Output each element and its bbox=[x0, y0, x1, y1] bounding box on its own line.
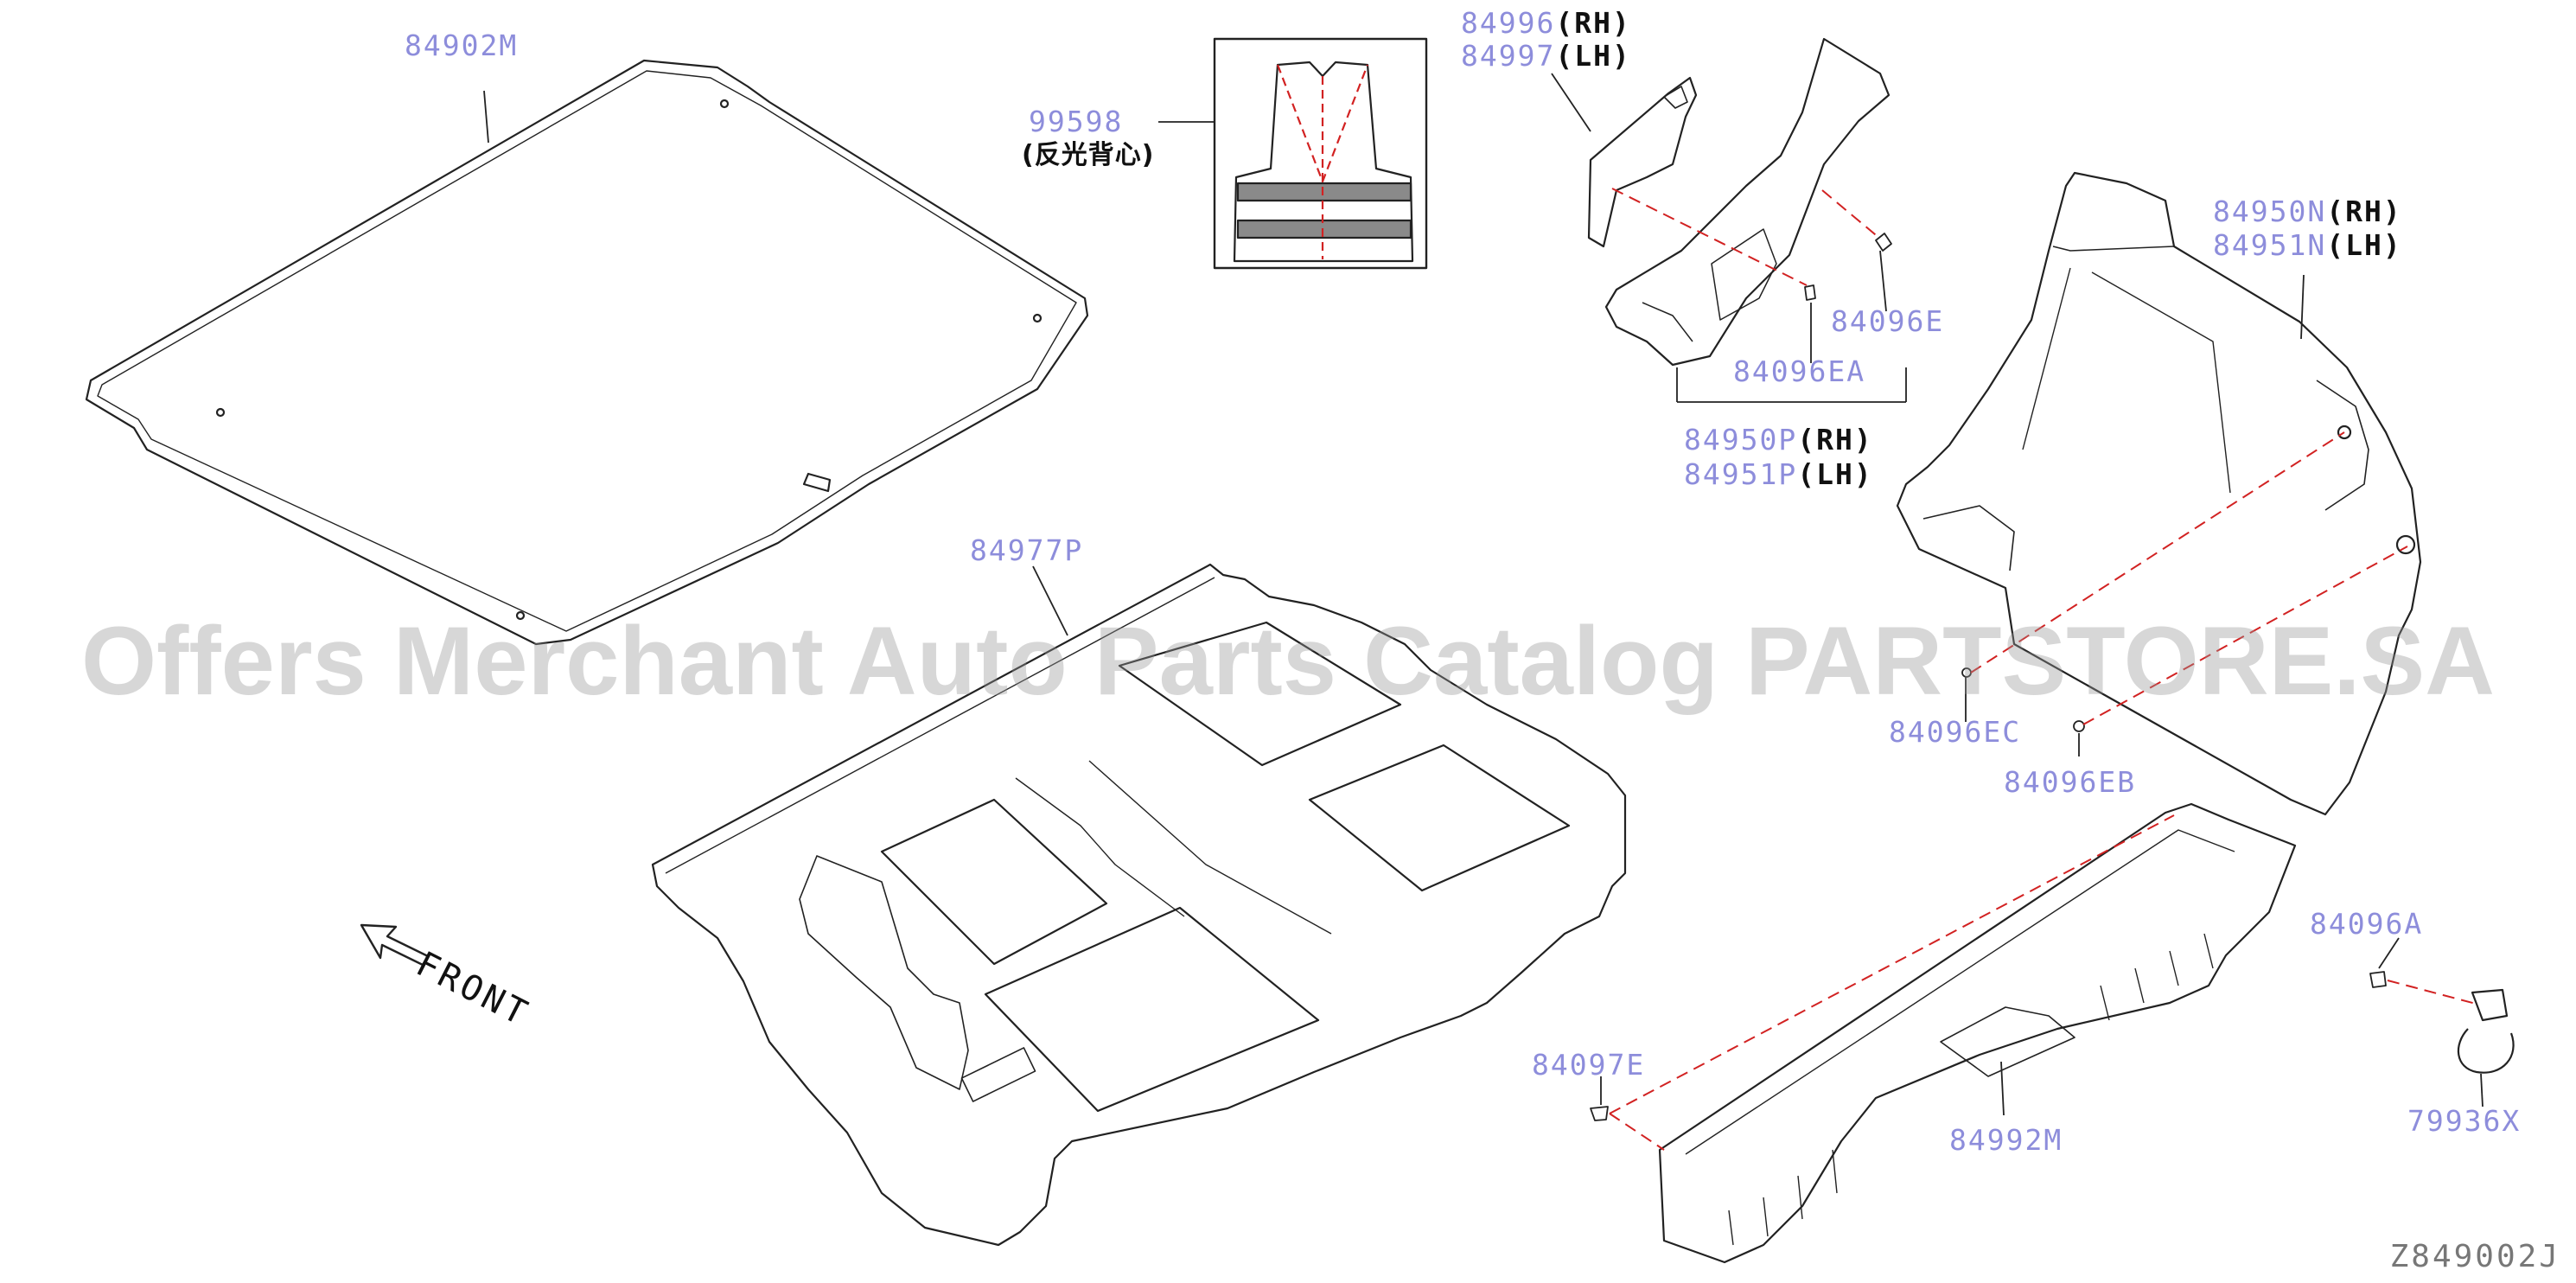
part-label-84096ec[interactable]: 84096EC bbox=[1889, 715, 2022, 749]
part-number: 84950P bbox=[1684, 423, 1798, 456]
dashed-leaders bbox=[1609, 188, 2480, 1151]
rear-sill-plate bbox=[1658, 802, 2297, 1264]
part-label-84096eb[interactable]: 84096EB bbox=[2004, 765, 2137, 799]
side-lh: (LH) bbox=[2326, 228, 2402, 262]
luggage-floor-tray bbox=[651, 563, 1627, 1247]
lower-pillar-trim bbox=[1604, 37, 1907, 403]
part-label-84096e[interactable]: 84096E bbox=[1831, 304, 1945, 338]
part-label-84951p-lh[interactable]: 84951P(LH) bbox=[1684, 460, 1873, 488]
part-label-99598-description: (反光背心) bbox=[1022, 140, 1155, 170]
part-label-84096ea[interactable]: 84096EA bbox=[1733, 354, 1866, 388]
part-label-84950p-rh[interactable]: 84950P(RH) bbox=[1684, 425, 1873, 454]
part-label-99598[interactable]: 99598 bbox=[1029, 105, 1124, 138]
reflective-vest-box bbox=[1158, 37, 1428, 270]
part-number: 84951N bbox=[2213, 228, 2327, 262]
part-label-84992m[interactable]: 84992M bbox=[1949, 1123, 2063, 1157]
part-number: 84950N bbox=[2213, 195, 2327, 228]
cargo-cover-board bbox=[85, 59, 1089, 646]
part-label-84977p[interactable]: 84977P bbox=[970, 533, 1084, 567]
luggage-hook bbox=[2457, 988, 2515, 1107]
part-label-84997-lh[interactable]: 84997(LH) bbox=[1461, 41, 1631, 70]
fasteners bbox=[1590, 233, 2400, 1121]
front-arrow-icon bbox=[360, 923, 430, 967]
part-label-84950n-rh[interactable]: 84950N(RH) bbox=[2213, 197, 2402, 226]
part-number: 84996 bbox=[1461, 6, 1556, 40]
part-label-84996-rh[interactable]: 84996(RH) bbox=[1461, 9, 1631, 37]
part-number: 84997 bbox=[1461, 39, 1556, 73]
side-lh: (LH) bbox=[1555, 39, 1631, 73]
part-label-84097e[interactable]: 84097E bbox=[1532, 1048, 1646, 1082]
side-lh: (LH) bbox=[1797, 457, 1873, 491]
side-rh: (RH) bbox=[2326, 195, 2402, 228]
side-rh: (RH) bbox=[1555, 6, 1631, 40]
part-label-84902m[interactable]: 84902M bbox=[405, 29, 519, 62]
part-label-84951n-lh[interactable]: 84951N(LH) bbox=[2213, 231, 2402, 259]
part-number: 84951P bbox=[1684, 457, 1798, 491]
side-luggage-trim bbox=[1896, 171, 2422, 816]
upper-pillar-trim bbox=[1551, 73, 1698, 248]
watermark: Offers Merchant Auto Parts Catalog PARTS… bbox=[80, 607, 2496, 715]
part-label-79936x[interactable]: 79936X bbox=[2407, 1104, 2522, 1138]
side-rh: (RH) bbox=[1797, 423, 1873, 456]
diagram-code: Z849002J bbox=[2389, 1239, 2560, 1274]
part-label-84096a[interactable]: 84096A bbox=[2310, 907, 2424, 941]
